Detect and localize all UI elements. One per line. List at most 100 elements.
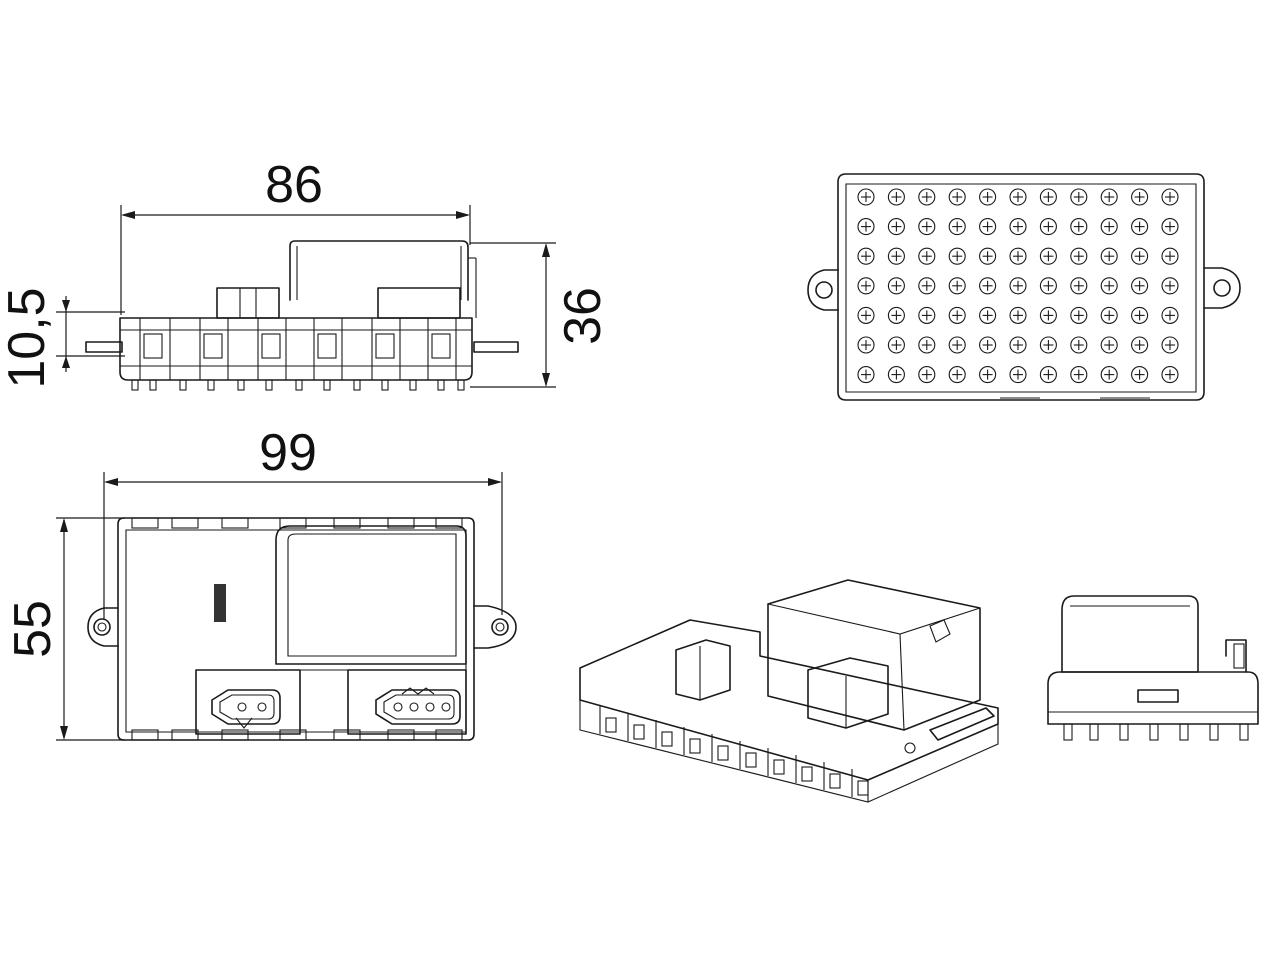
pin-pad [979, 306, 997, 324]
pin-pad [1100, 306, 1118, 324]
top-tab [435, 517, 463, 529]
dimension-99: 99 [103, 424, 503, 620]
pin-pad [979, 218, 997, 236]
pin-pad [1070, 188, 1088, 206]
pin-pad [979, 336, 997, 354]
side-pin [409, 379, 417, 391]
pin-pad [1161, 247, 1179, 265]
pin-pad [1070, 366, 1088, 384]
bottom-tab [171, 729, 199, 741]
iso-slot [857, 780, 869, 796]
end-pin [1179, 723, 1189, 741]
side-pin [353, 379, 361, 391]
pin-pad [1070, 247, 1088, 265]
dimension-label-86: 86 [265, 156, 323, 214]
top-view-bottom-tabs [131, 729, 463, 741]
dimension-label-36: 36 [554, 287, 612, 345]
bottom-view-pin-grid [857, 188, 1179, 384]
pin-pad [1100, 218, 1118, 236]
side-view-body [85, 240, 519, 391]
pin-pad [1070, 336, 1088, 354]
top-view-cover [275, 525, 467, 665]
iso-base [579, 619, 999, 781]
pin-pad [1009, 188, 1027, 206]
pin-pad [918, 188, 936, 206]
end-pin [1149, 723, 1159, 741]
pin-pad [857, 218, 875, 236]
pin-pad [887, 306, 905, 324]
side-pin [265, 379, 273, 391]
end-view-latch [1137, 689, 1179, 703]
pin-pad [979, 366, 997, 384]
side-pin [437, 379, 445, 391]
top-view: 99 55 [4, 424, 517, 741]
pin-pad [1009, 247, 1027, 265]
two-pin-connector [211, 689, 281, 729]
side-slot [431, 333, 451, 359]
iso-slot [773, 759, 785, 775]
side-view-pins [131, 379, 465, 391]
pin-pad [948, 218, 966, 236]
iso-slot [801, 766, 813, 782]
pin-pad [1039, 366, 1057, 384]
pin-pad [1009, 218, 1027, 236]
dimension-label-55: 55 [4, 600, 62, 658]
top-tab [387, 517, 415, 529]
pin-pad [1009, 336, 1027, 354]
pin-pad [857, 366, 875, 384]
top-tab [221, 517, 249, 529]
top-view-connector-area-right [347, 669, 467, 735]
side-pin [179, 379, 187, 391]
end-view [1047, 595, 1259, 741]
side-pin [295, 379, 303, 391]
pin-pad [1161, 188, 1179, 206]
bottom-tab [435, 729, 463, 741]
end-view-clip [1225, 639, 1247, 673]
end-pin [1089, 723, 1099, 741]
pin-pad [1131, 366, 1149, 384]
bottom-tab [279, 729, 307, 741]
pin-pad [1070, 306, 1088, 324]
pin-pad [1161, 366, 1179, 384]
pin-pad [1100, 336, 1118, 354]
bottom-view-outline [837, 173, 1205, 401]
pin-pad [1161, 277, 1179, 295]
pin-pad [887, 336, 905, 354]
side-pin [323, 379, 331, 391]
pin-pad [1100, 188, 1118, 206]
pin-pad [887, 218, 905, 236]
pin-pad [979, 277, 997, 295]
pin-pad [1009, 277, 1027, 295]
pin-pad [1039, 306, 1057, 324]
pin-pad [918, 366, 936, 384]
top-tab [333, 517, 361, 529]
top-view-left-mount-hole [93, 618, 111, 636]
iso-slot [689, 738, 701, 754]
pin-pad [1100, 247, 1118, 265]
top-tab [171, 517, 199, 529]
side-pin [207, 379, 215, 391]
pin-pad [948, 277, 966, 295]
pin-pad [1100, 366, 1118, 384]
side-slot [375, 333, 395, 359]
pin-pad [857, 336, 875, 354]
iso-slot [717, 745, 729, 761]
pin-pad [1131, 188, 1149, 206]
side-slot [203, 333, 223, 359]
pin-pad [887, 247, 905, 265]
side-pin [381, 379, 389, 391]
pin-pad [857, 188, 875, 206]
pin-pad [979, 247, 997, 265]
iso-slot [745, 752, 757, 768]
end-pin [1119, 723, 1129, 741]
pin-pad [918, 306, 936, 324]
pin-pad [948, 306, 966, 324]
pin-pad [918, 336, 936, 354]
dimension-55: 55 [4, 517, 125, 741]
pin-pad [887, 366, 905, 384]
pin-pad [918, 277, 936, 295]
pin-pad [1009, 366, 1027, 384]
part-marking [214, 584, 226, 622]
